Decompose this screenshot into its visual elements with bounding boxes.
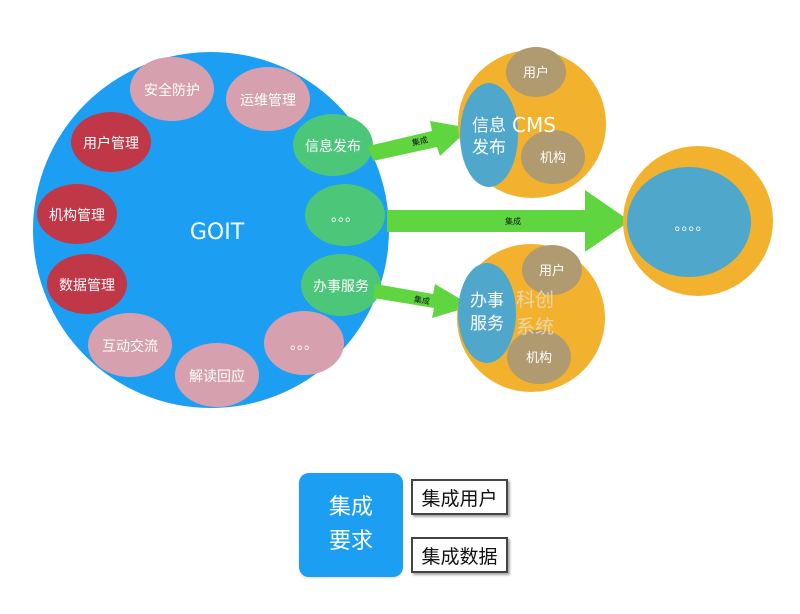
node-interpret[interactable]: 解读回应 xyxy=(175,343,259,407)
kc-system[interactable]: 用户 机构 科创 系统 办事 服务 xyxy=(457,244,605,392)
node-service[interactable]: 办事服务 xyxy=(301,254,381,316)
arrow-to-cms-label: 集成 xyxy=(411,134,429,147)
node-data-mgmt-label: 数据管理 xyxy=(59,278,115,294)
kc-core-line2: 服务 xyxy=(470,314,504,334)
cms-user-label: 用户 xyxy=(523,65,549,81)
node-info-publish-label: 信息发布 xyxy=(305,138,361,155)
kc-org-node xyxy=(507,330,571,384)
node-interaction-label: 互动交流 xyxy=(102,338,158,355)
node-ops-label: 运维管理 xyxy=(240,93,296,109)
goit-title: GOIT xyxy=(190,220,245,245)
node-interaction[interactable]: 互动交流 xyxy=(88,313,172,377)
node-interpret-label: 解读回应 xyxy=(189,368,245,385)
node-more-green-label: 。。。 xyxy=(331,209,359,225)
req-box-line1: 集成 xyxy=(328,495,373,520)
node-user-mgmt-label: 用户管理 xyxy=(83,135,139,152)
cms-org-label: 机构 xyxy=(540,151,566,166)
node-more-pink[interactable]: 。。。 xyxy=(264,311,344,375)
cms-user-node xyxy=(506,47,566,97)
kc-title-line1: 科创 xyxy=(516,289,554,311)
node-service-label: 办事服务 xyxy=(313,279,369,295)
cms-org-node xyxy=(521,130,585,184)
more-system[interactable]: 。。。。 xyxy=(623,146,773,296)
node-org-mgmt[interactable]: 机构管理 xyxy=(37,184,117,244)
arrow-to-more-label: 集成 xyxy=(505,216,521,226)
req-box-line2: 要求 xyxy=(328,529,373,554)
tag-integrate-users: 集成用户 xyxy=(411,479,508,515)
arrow-to-cms: 集成 xyxy=(368,121,470,161)
node-info-publish[interactable]: 信息发布 xyxy=(293,114,373,176)
node-more-green[interactable]: 。。。 xyxy=(305,184,385,246)
node-ops[interactable]: 运维管理 xyxy=(226,67,310,131)
arrow-to-kc: 集成 xyxy=(373,284,472,318)
cms-system[interactable]: 用户 机构 CMS 信息 发布 xyxy=(458,47,606,198)
node-security-label: 安全防护 xyxy=(144,82,200,99)
arrow-to-more: 集成 xyxy=(387,190,630,252)
kc-core-node xyxy=(458,263,516,363)
cms-core-line2: 发布 xyxy=(472,138,506,158)
arrow-to-kc-label: 集成 xyxy=(413,294,430,306)
integration-requirements-box: 集成 要求 xyxy=(299,473,403,577)
cms-title: CMS xyxy=(512,113,556,137)
kc-user-label: 用户 xyxy=(539,263,565,279)
node-more-pink-label: 。。。 xyxy=(290,337,318,353)
cms-core-line1: 信息 xyxy=(472,116,506,136)
cms-core-node xyxy=(460,83,518,187)
node-user-mgmt[interactable]: 用户管理 xyxy=(71,112,151,172)
kc-core-line1: 办事 xyxy=(470,291,504,311)
node-data-mgmt[interactable]: 数据管理 xyxy=(47,254,127,314)
node-org-mgmt-label: 机构管理 xyxy=(49,208,105,224)
tag-integrate-data: 集成数据 xyxy=(411,537,508,573)
kc-user-node xyxy=(522,245,582,295)
more-system-label: 。。。。 xyxy=(675,218,710,234)
node-security[interactable]: 安全防护 xyxy=(130,57,214,121)
kc-org-label: 机构 xyxy=(526,351,552,366)
kc-title-line2: 系统 xyxy=(516,316,554,338)
